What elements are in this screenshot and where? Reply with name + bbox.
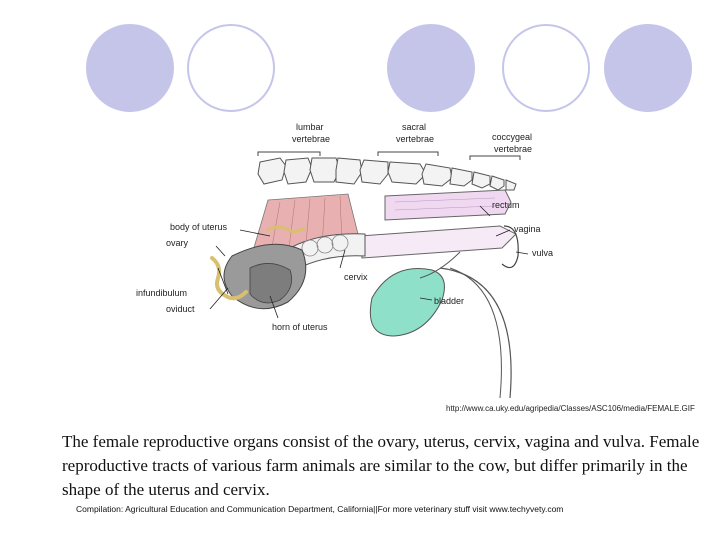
decorative-circle-4 bbox=[502, 24, 590, 112]
label-rectum: rectum bbox=[492, 200, 520, 210]
coccygeal-bracket bbox=[469, 155, 521, 160]
label-coccygeal-vertebrae: vertebrae bbox=[494, 144, 532, 154]
vulva bbox=[501, 225, 519, 269]
label-cervix: cervix bbox=[344, 272, 368, 282]
label-oviduct: oviduct bbox=[166, 304, 195, 314]
label-lumbar-vertebrae: vertebrae bbox=[292, 134, 330, 144]
label-vagina: vagina bbox=[514, 224, 541, 234]
reproductive-tract-diagram: lumbar vertebrae sacral vertebrae coccyg… bbox=[136, 122, 553, 399]
vertebral-column bbox=[257, 157, 517, 191]
label-vulva: vulva bbox=[532, 248, 553, 258]
decorative-circle-1 bbox=[86, 24, 174, 112]
label-sacral-vertebrae: vertebrae bbox=[396, 134, 434, 144]
label-body-of-uterus: body of uterus bbox=[170, 222, 228, 232]
decorative-circle-2 bbox=[187, 24, 275, 112]
description-paragraph: The female reproductive organs consist o… bbox=[62, 432, 700, 499]
label-infundibulum: infundibulum bbox=[136, 288, 187, 298]
vagina bbox=[359, 225, 517, 259]
cervix bbox=[289, 233, 366, 271]
decorative-circle-3 bbox=[387, 24, 475, 112]
sacral-bracket bbox=[377, 151, 439, 156]
rectum bbox=[384, 189, 512, 221]
label-ovary: ovary bbox=[166, 238, 189, 248]
label-sacral: sacral bbox=[402, 122, 426, 132]
bladder bbox=[369, 268, 445, 337]
label-lumbar: lumbar bbox=[296, 122, 324, 132]
lumbar-bracket bbox=[257, 151, 321, 156]
oviduct bbox=[210, 256, 248, 301]
decorative-circle-5 bbox=[604, 24, 692, 112]
label-horn-of-uterus: horn of uterus bbox=[272, 322, 328, 332]
label-coccygeal: coccygeal bbox=[492, 132, 532, 142]
footer-credit: Compilation: Agricultural Education and … bbox=[76, 504, 564, 514]
label-bladder: bladder bbox=[434, 296, 464, 306]
image-source-url: http://www.ca.uky.edu/agripedia/Classes/… bbox=[446, 404, 695, 413]
